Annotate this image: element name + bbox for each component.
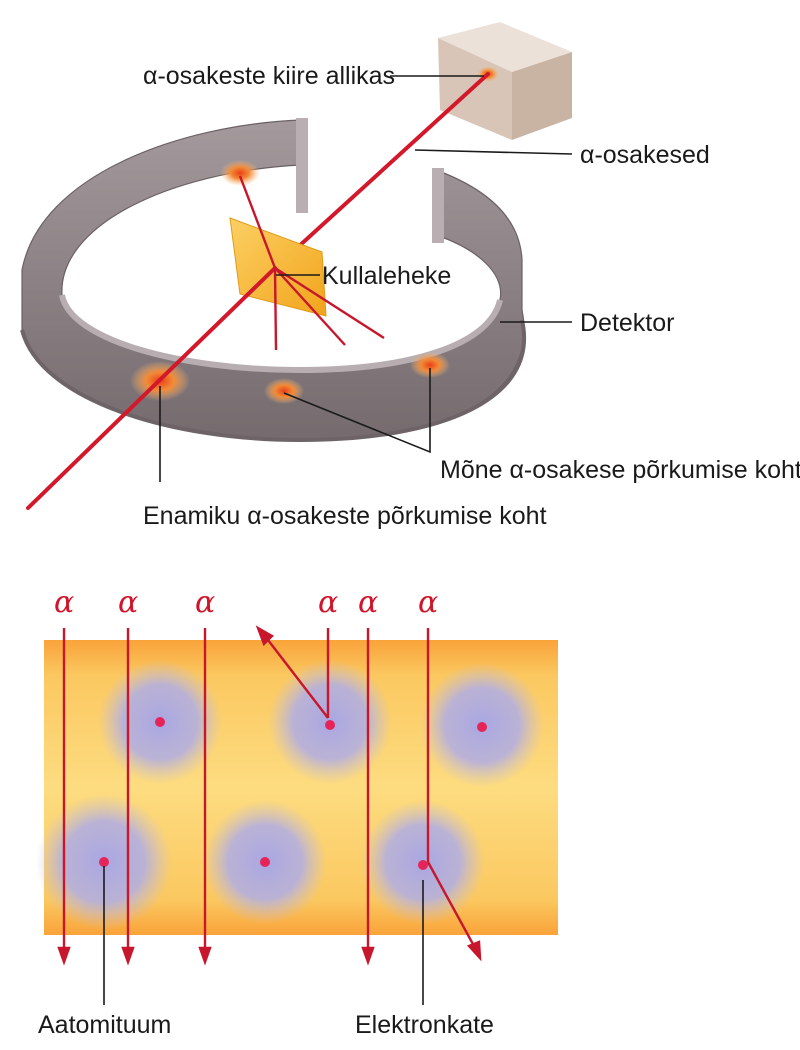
alpha-label: α [418, 585, 438, 620]
impact-spot-back [220, 160, 260, 186]
detector-ring-end-right [432, 168, 444, 243]
label-foil: Kullaleheke [322, 262, 451, 290]
alpha-label: α [358, 585, 378, 620]
alpha-source-box [438, 22, 572, 140]
label-nucleus: Aatomituum [38, 1011, 171, 1039]
nucleus [418, 860, 428, 870]
alpha-track-backscatter-out [267, 639, 329, 719]
label-source: α-osakeste kiire allikas [143, 62, 395, 90]
experiment-setup: α-osakeste kiire allikas α-osakesed Kull… [20, 22, 800, 530]
alpha-label: α [318, 585, 338, 620]
alpha-track-deflect-out [426, 861, 476, 947]
arrow-head [361, 946, 375, 966]
label-most-impacts: Enamiku α-osakeste põrkumise koht [143, 502, 547, 530]
impact-spot-right [410, 352, 450, 378]
nucleus [99, 857, 109, 867]
nucleus [477, 722, 487, 732]
arrow-head [121, 946, 135, 966]
leader-particles [414, 149, 573, 155]
alpha-ray-backscatter [238, 175, 277, 269]
arrow-head [57, 946, 71, 966]
label-particles: α-osakesed [580, 141, 710, 169]
alpha-label: α [118, 585, 138, 620]
label-electron-shell: Elektronkate [355, 1011, 494, 1039]
impact-spot-middle [264, 378, 304, 404]
arrow-head [466, 940, 482, 962]
alpha-label: α [195, 585, 215, 620]
nucleus [155, 717, 165, 727]
alpha-ray-deflect-3 [274, 267, 346, 346]
alpha-trajectories [57, 625, 482, 966]
alpha-beam-incoming [273, 72, 490, 270]
leader-some-impacts [283, 368, 431, 454]
alpha-ray-deflect-1 [273, 267, 278, 351]
label-some-impacts: Mõne α-osakese põrkumise koht [440, 456, 800, 484]
nucleus [260, 857, 270, 867]
alpha-label: α [54, 585, 74, 620]
detector-ring-rim-bottom [20, 319, 526, 443]
detector-ring-end-left [296, 118, 308, 213]
gold-foil [229, 217, 327, 317]
alpha-beam-transmitted [26, 266, 277, 510]
atomic-view: α α α α α α Aatomituum Elektronkate [36, 585, 558, 1039]
detector-ring-rim-top [59, 294, 503, 374]
arrow-head [255, 625, 274, 647]
alpha-ray-deflect-2 [274, 266, 385, 340]
label-detector: Detektor [580, 309, 674, 337]
nucleus [325, 720, 335, 730]
arrow-head [198, 946, 212, 966]
